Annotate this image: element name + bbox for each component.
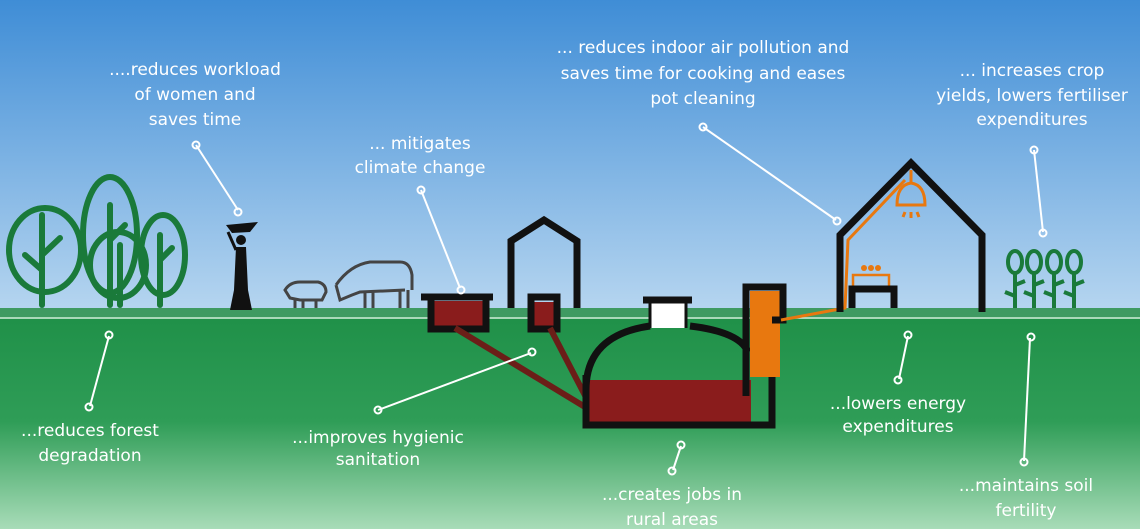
house-icon xyxy=(836,158,986,312)
lamp-icon xyxy=(895,170,927,218)
crop-plant-icon xyxy=(1004,249,1085,308)
biogas-digester-icon xyxy=(582,178,907,429)
calf-icon xyxy=(283,280,328,308)
woman-carrying-firewood-icon xyxy=(226,222,258,310)
leader-lines xyxy=(84,122,1048,476)
sky xyxy=(0,0,1140,314)
ground-surface xyxy=(0,308,1140,317)
ground xyxy=(0,314,1140,529)
gas-stove-icon xyxy=(848,265,898,308)
cow-icon xyxy=(334,260,414,308)
stable-icon xyxy=(421,215,593,413)
tree-icon xyxy=(6,174,188,308)
